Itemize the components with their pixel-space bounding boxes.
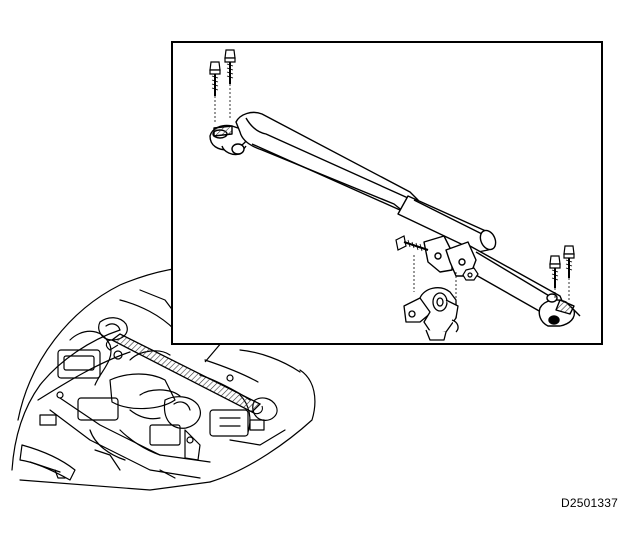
- strut-brace-icon: [105, 333, 263, 415]
- bolt-icon: [549, 255, 561, 298]
- figure-reference-id: D2501337: [561, 496, 618, 510]
- strut-brace-icon: [209, 111, 581, 327]
- bolt-icon: [209, 61, 221, 124]
- bolt-icon: [224, 49, 236, 118]
- nut-icon: [462, 267, 479, 281]
- engine-mount-icon: [403, 287, 459, 341]
- alignment-lines: [413, 255, 457, 302]
- bolt-icon: [563, 245, 575, 300]
- bolt-icon: [395, 235, 429, 252]
